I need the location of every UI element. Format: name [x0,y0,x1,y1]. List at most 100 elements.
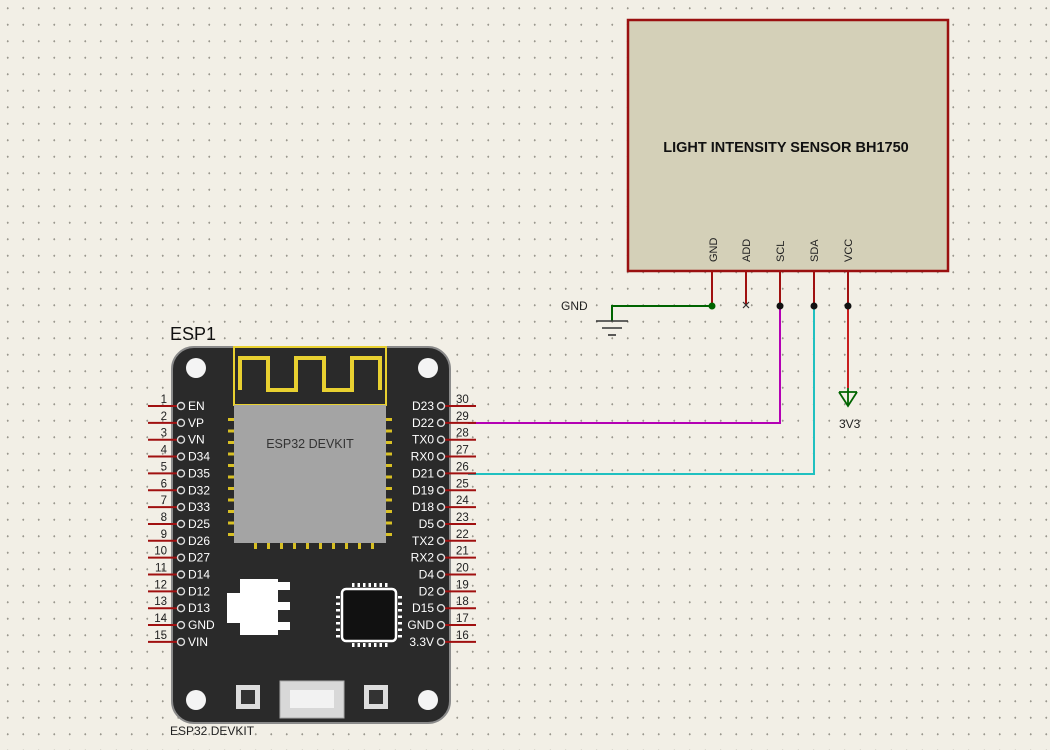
gnd-label: GND [561,299,588,313]
pin-number: 5 [161,461,167,473]
module-pad [386,418,392,421]
pin-name: D23 [412,399,434,413]
module-pad [228,521,234,525]
module-label: ESP32 DEVKIT [266,437,354,451]
pin-left-gnd[interactable]: 14 GND [148,613,215,632]
sda-wire[interactable] [468,306,815,475]
pin-number: 11 [155,563,167,575]
esp32-devkit-board[interactable]: ESP1 ESP32 DEVKIT [148,324,476,738]
pin-name: GND [188,618,215,632]
module-pad [254,543,257,549]
chip-pad [368,643,371,647]
pin-left-d12[interactable]: 12 D12 [148,579,210,598]
scl-wire[interactable] [468,306,781,424]
pin-number: 14 [154,613,167,625]
light-sensor-module[interactable]: LIGHT INTENSITY SENSOR BH1750 GND ADD SC… [626,18,950,309]
pin-number: 21 [456,546,469,558]
module-pad [386,521,392,525]
chip-pad [398,596,402,599]
pin-name: D15 [412,601,434,615]
reset-button-icon [364,685,388,709]
pin-number: 23 [456,512,469,524]
chip-pad [374,643,377,647]
pin-number: 15 [154,630,167,642]
pin-number: 16 [456,630,469,642]
pin-number: 26 [456,461,469,473]
pin-number: 28 [456,428,469,440]
module-pad [228,418,234,421]
chip-pad [385,583,388,587]
chip-pad [352,583,355,587]
pin-number: 18 [456,596,469,608]
chip-pad [398,609,402,612]
pin-number: 12 [154,579,167,591]
module-pad [345,543,348,549]
chip-pad [357,583,360,587]
pin-right-33v[interactable]: 163.3V [409,630,476,649]
chip-pad [374,583,377,587]
usb-connector-icon [279,680,345,719]
power-net[interactable]: 3V3 [838,302,861,432]
pin-name: RX0 [411,450,435,464]
module-pad [358,543,361,549]
chip-pad [379,583,382,587]
pin-name: D18 [412,500,434,514]
module-pad [228,452,234,456]
pin-left-d25[interactable]: 8 D25 [148,512,210,531]
chip-pad [336,596,340,599]
module-pad [228,429,234,433]
chip-pad [336,628,340,631]
chip-pad [363,643,366,647]
module-pad [228,475,234,479]
pin-name: D27 [188,551,210,565]
module-pad [293,543,296,549]
voltage-regulator-icon [227,579,290,635]
power-symbol-icon [838,388,858,408]
pin-name: D25 [188,517,210,531]
pin-left-d27[interactable]: 10 D27 [148,546,210,565]
module-pad [386,533,392,536]
module-pad [319,543,322,549]
pin-name: D12 [188,584,210,598]
pin-name: D5 [419,517,435,531]
module-pad [371,543,374,549]
pin-name: D2 [419,584,435,598]
pin-number: 2 [161,411,167,423]
pin-number: 10 [154,546,167,558]
board-ref-label: ESP1 [170,324,216,344]
module-pad [386,510,392,513]
pin-number: 8 [161,512,167,524]
gnd-wire[interactable] [611,305,712,321]
scl-junction-dot [776,302,784,310]
module-pad [386,487,392,490]
ground-net[interactable]: GND [561,299,716,336]
sensor-pin-add-label: ADD [741,239,753,262]
ground-symbol-icon [596,320,628,336]
pin-right-d5[interactable]: 23 D5 [419,512,476,531]
pin-right-d15[interactable]: 18 D15 [412,596,476,615]
esp32-module-shield [234,405,386,543]
